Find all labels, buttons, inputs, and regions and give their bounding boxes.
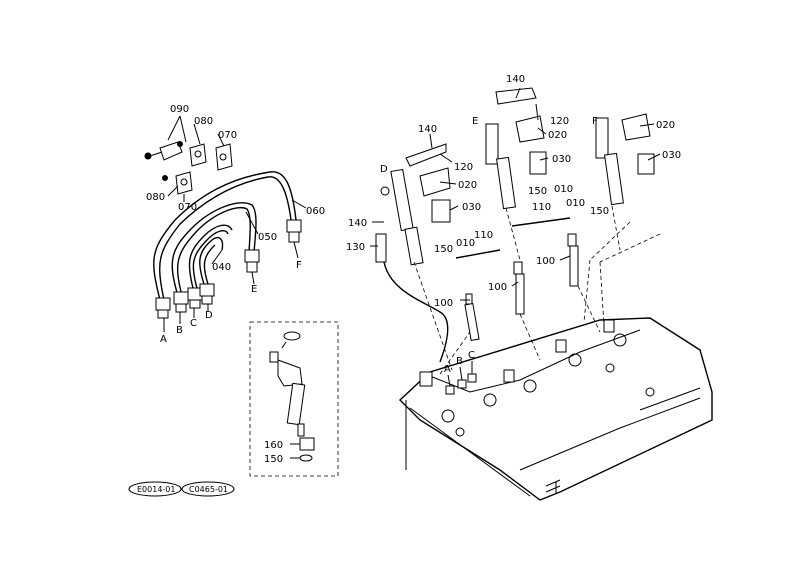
label-070: 070 <box>218 130 237 141</box>
nozzle-2 <box>513 261 525 315</box>
label-030-E: 030 <box>552 154 571 165</box>
label-B-head: B <box>456 356 463 367</box>
label-100-left: 100 <box>434 298 453 309</box>
label-030-F: 030 <box>662 150 681 161</box>
pipe-nut-A <box>155 297 171 319</box>
guide-lines <box>413 205 661 375</box>
label-030-D: 030 <box>462 202 481 213</box>
reference-tag-1: E0014-01 <box>137 485 175 494</box>
injector-D <box>375 143 451 266</box>
label-080-lower: 080 <box>146 192 165 203</box>
label-D: D <box>205 310 213 321</box>
injector-E <box>485 87 547 210</box>
label-F-injector: F <box>592 116 598 127</box>
leader-lines-right <box>290 87 661 445</box>
label-120-top: 120 <box>550 116 569 127</box>
label-D-injector: D <box>380 164 388 175</box>
label-B: B <box>176 325 183 336</box>
pipe-clamp-lower <box>162 171 193 195</box>
label-A: A <box>160 334 167 345</box>
label-C-head: C <box>468 350 475 361</box>
label-100-right: 100 <box>536 256 555 267</box>
label-140-top: 140 <box>506 74 525 85</box>
label-A-head: A <box>444 364 451 375</box>
label-040: 040 <box>212 262 231 273</box>
pipe-nut-C <box>187 287 203 309</box>
label-150-mid: 150 <box>528 186 547 197</box>
pipe-nut-B <box>173 291 189 313</box>
label-110-upper: 110 <box>532 202 551 213</box>
label-020-D: 020 <box>458 180 477 191</box>
label-150-left: 150 <box>434 244 453 255</box>
reference-tags <box>128 481 235 497</box>
label-050: 050 <box>258 232 277 243</box>
pipe-clamp-upper <box>144 141 233 171</box>
reference-tag-2: C0465-01 <box>189 485 228 494</box>
label-160: 160 <box>264 440 283 451</box>
label-C: C <box>190 318 197 329</box>
label-120-mid: 120 <box>454 162 473 173</box>
pipe-nut-E <box>244 249 260 273</box>
head-fittings <box>419 319 615 395</box>
label-F: F <box>296 260 302 271</box>
label-140-left: 140 <box>348 218 367 229</box>
label-110-lower: 110 <box>474 230 493 241</box>
pipe-nut-F <box>286 219 302 243</box>
label-060: 060 <box>306 206 325 217</box>
label-010-right: 010 <box>566 198 585 209</box>
label-150-right: 150 <box>590 206 609 217</box>
pipe-nut-D <box>199 283 215 305</box>
leak-off-pipe-lower <box>455 249 501 259</box>
label-020-E: 020 <box>548 130 567 141</box>
return-hose <box>383 261 449 363</box>
label-010-mid: 010 <box>554 184 573 195</box>
detail-inset <box>249 321 339 477</box>
label-010-left: 010 <box>456 238 475 249</box>
nozzle-1 <box>464 293 480 342</box>
label-130: 130 <box>346 242 365 253</box>
injection-pipes-group <box>144 115 307 332</box>
label-080: 080 <box>194 116 213 127</box>
leak-off-pipe-upper <box>511 217 571 227</box>
label-E-injector: E <box>472 116 478 127</box>
label-090: 090 <box>170 104 189 115</box>
label-150-inset: 150 <box>264 454 283 465</box>
label-E: E <box>251 284 257 295</box>
nozzle-3 <box>567 233 579 287</box>
cylinder-head <box>398 317 713 501</box>
label-140-mid: 140 <box>418 124 437 135</box>
label-020-F: 020 <box>656 120 675 131</box>
injector-F <box>595 113 655 206</box>
label-070-lower: 070 <box>178 202 197 213</box>
label-100-mid: 100 <box>488 282 507 293</box>
